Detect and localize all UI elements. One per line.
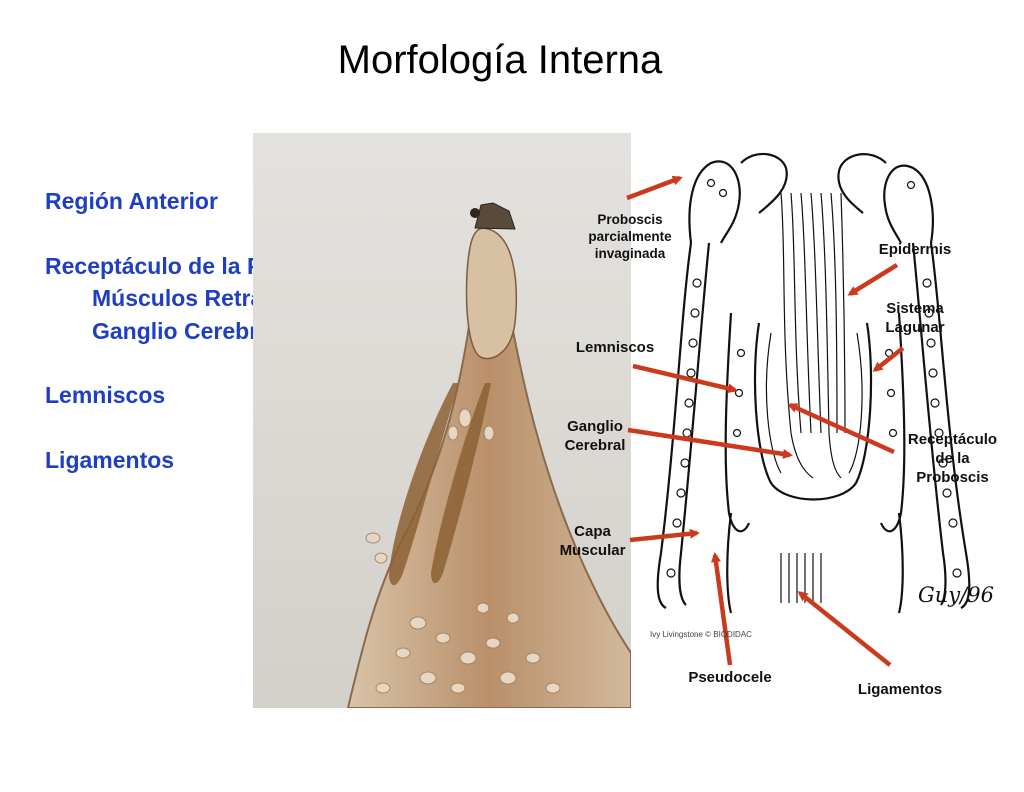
page-title: Morfología Interna xyxy=(337,38,663,82)
label-sistema-lagunar: Sistema Lagunar xyxy=(885,300,945,336)
label-proboscis: Proboscis parcialmente invaginada xyxy=(588,212,672,261)
label-epidermis: Epidermis xyxy=(878,241,952,258)
outline-ganglio: Ganglio Cerebral xyxy=(92,317,278,344)
outline-ligamentos: Ligamentos xyxy=(45,446,175,473)
outline-region-anterior: Región Anterior xyxy=(45,188,218,214)
outline-lemniscos: Lemniscos xyxy=(45,382,166,408)
credit-text: Ivy Livingstone © BIODIDAC xyxy=(650,630,752,639)
label-capa-muscular: Capa Muscular xyxy=(559,523,626,559)
label-lemniscos: Lemniscos xyxy=(575,339,655,356)
label-pseudocele: Pseudocele xyxy=(688,669,772,686)
label-ganglio: Ganglio Cerebral xyxy=(564,418,626,454)
label-ligamentos: Ligamentos xyxy=(857,681,943,698)
signature: Guy/96 xyxy=(918,583,994,607)
micrograph-photo xyxy=(253,133,631,708)
label-receptaculo: Receptáculo de la Proboscis xyxy=(907,431,998,486)
